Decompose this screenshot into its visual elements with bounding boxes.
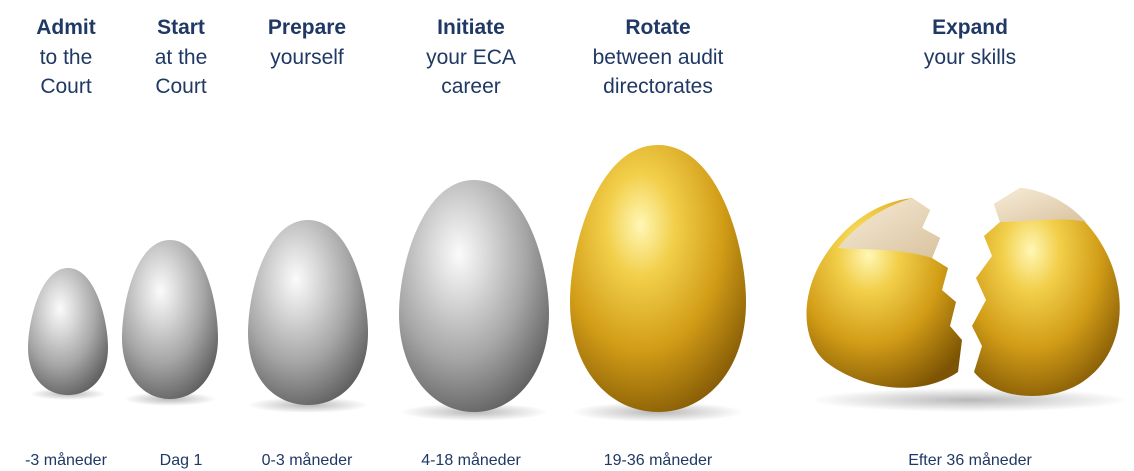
stage-subtitle: your skills [880,43,1060,72]
stage-title: Rotate [568,14,748,42]
silver-egg-1 [28,268,108,400]
subtitle-line-1: your skills [880,43,1060,72]
stage-time: 0-3 måneder [217,452,397,470]
stage-time: 19-36 måneder [568,452,748,470]
cracked-gold-egg [807,188,1131,412]
stage-title: Expand [880,14,1060,42]
silver-egg-3 [248,220,368,413]
stage-subtitle: your ECA career [381,43,561,101]
stage-time: Efter 36 måneder [880,452,1060,470]
subtitle-line-2: Court [91,72,271,101]
subtitle-line-2: directorates [568,72,748,101]
subtitle-line-2: career [381,72,561,101]
stage-subtitle: yourself [217,43,397,72]
stage-subtitle: between audit directorates [568,43,748,101]
subtitle-line-1: between audit [568,43,748,72]
silver-egg-4 [399,180,549,421]
stage-title: Initiate [381,14,561,42]
stage-time: 4-18 måneder [381,452,561,470]
stage-title: Prepare [217,14,397,42]
silver-egg-2 [122,240,218,406]
subtitle-line-1: your ECA [381,43,561,72]
subtitle-line-1: yourself [217,43,397,72]
gold-egg [570,145,746,422]
